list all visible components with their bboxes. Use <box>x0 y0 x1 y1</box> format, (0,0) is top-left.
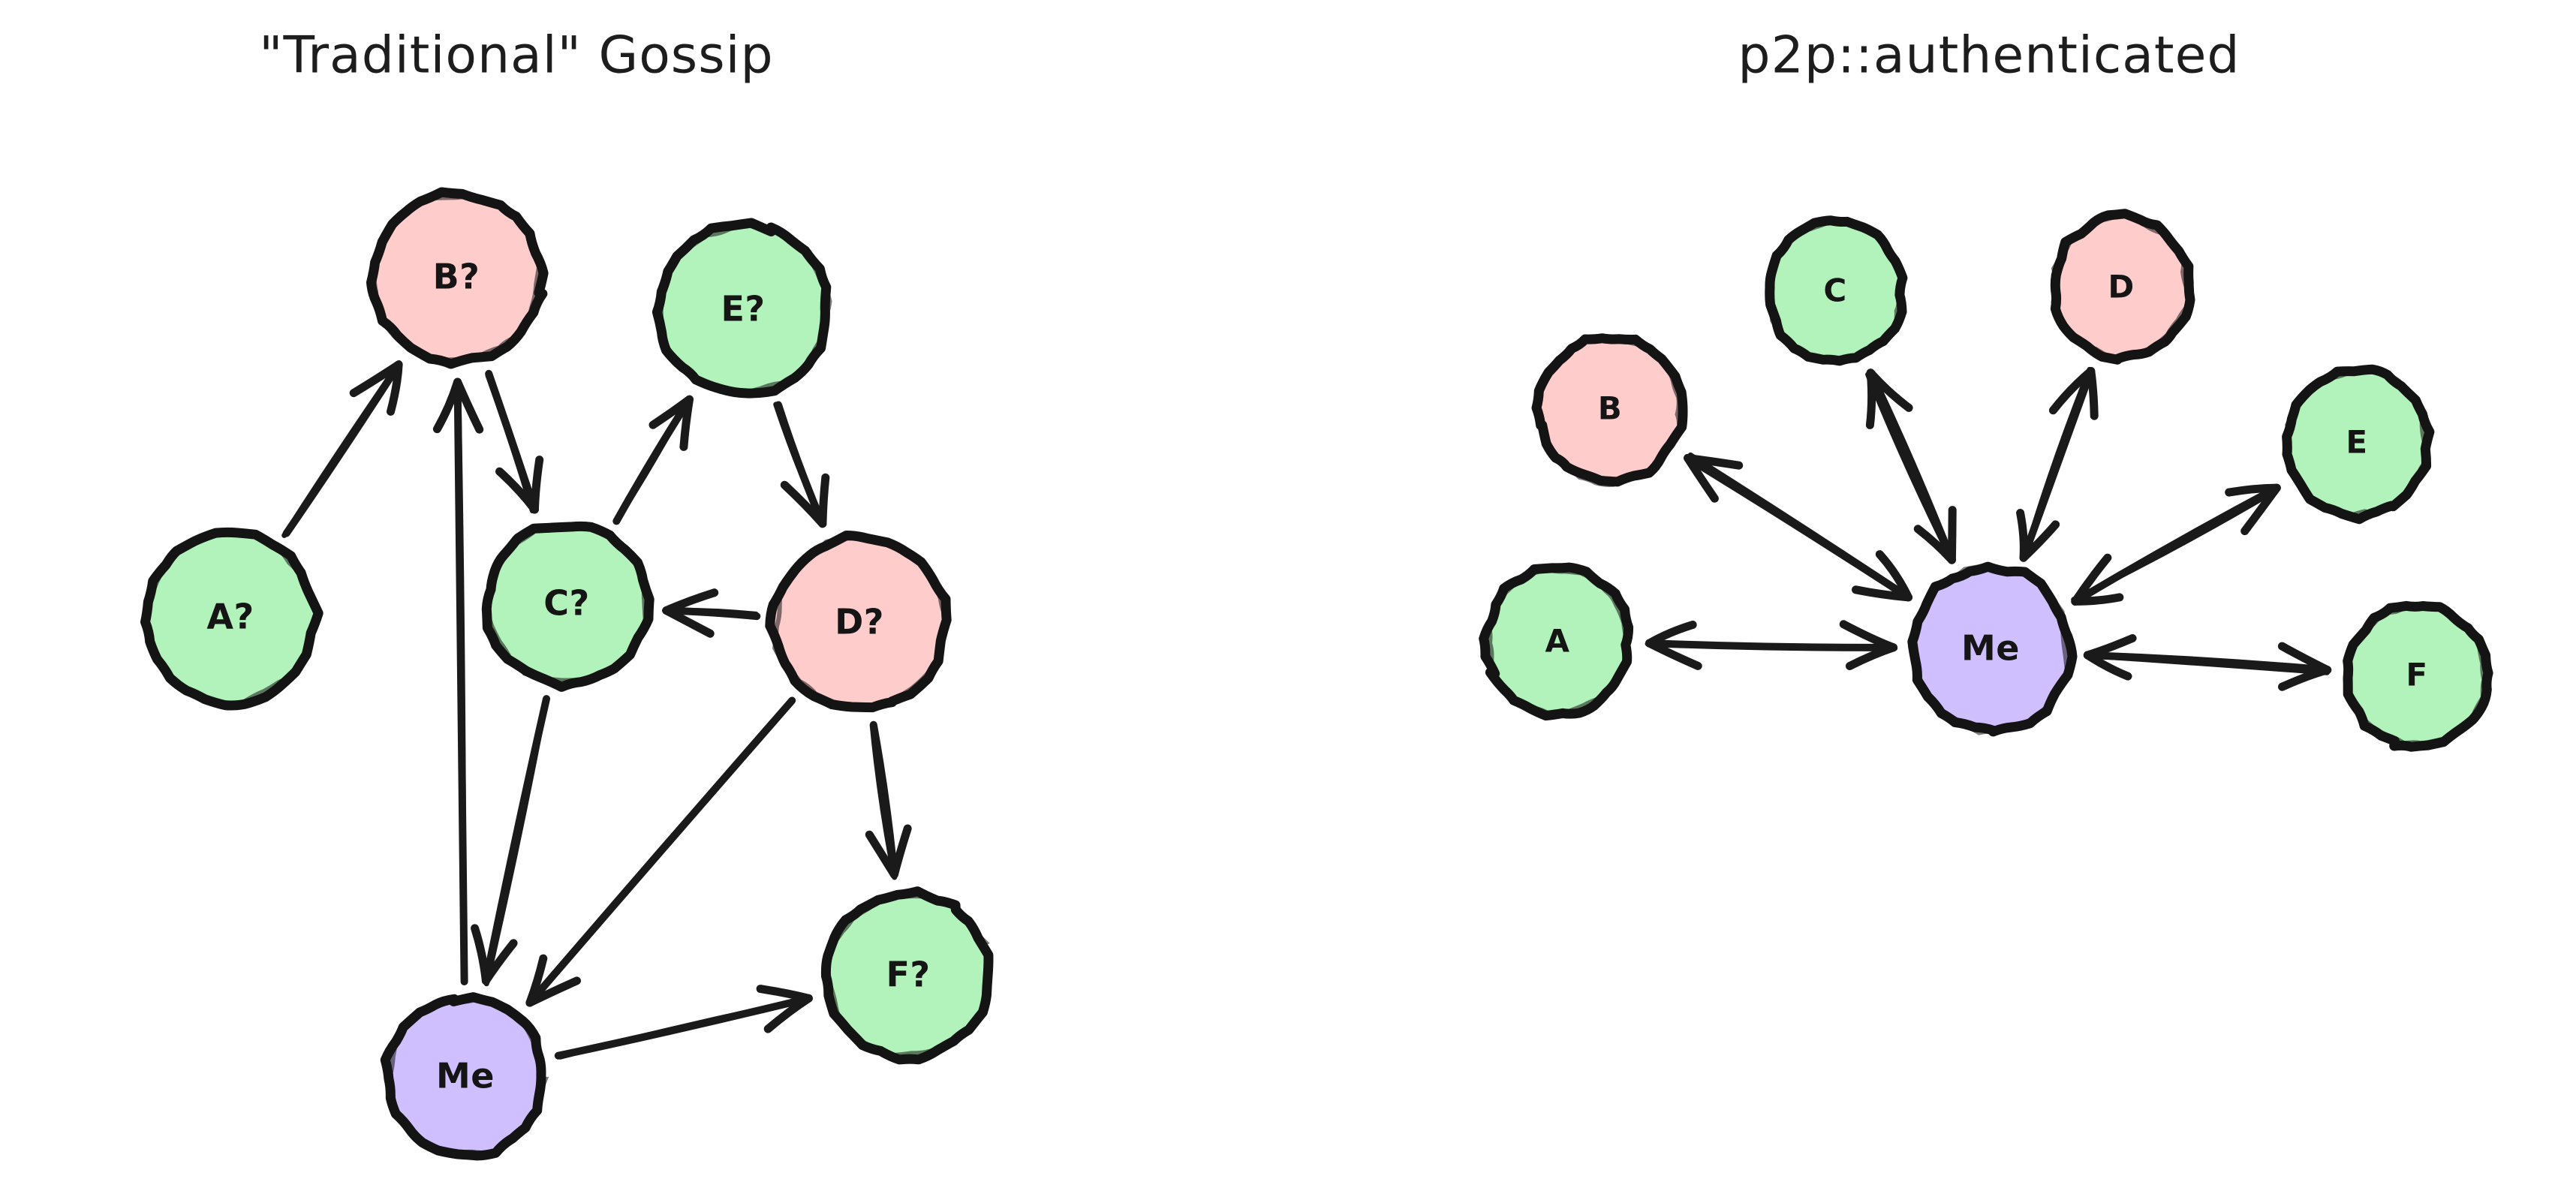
node-label-C: C? <box>543 583 589 624</box>
node-traditional-gossip-Me[interactable]: Me <box>380 992 549 1161</box>
node-traditional-gossip-F[interactable]: F? <box>820 886 994 1065</box>
edge-traditional-gossip-C-to-Me <box>471 695 550 987</box>
node-label-Me: Me <box>1961 628 2020 669</box>
edge-p2p-authenticated-Me-to-D <box>2016 366 2099 562</box>
edge-p2p-authenticated-Me-to-F <box>2083 634 2332 691</box>
edge-traditional-gossip-A-to-B <box>281 360 403 538</box>
node-p2p-authenticated-A[interactable]: A <box>1479 562 1634 721</box>
node-label-A: A <box>1545 623 1569 660</box>
panel-title-text: p2p::authenticated <box>1738 26 2240 86</box>
node-p2p-authenticated-B[interactable]: B <box>1531 333 1688 487</box>
edge-p2p-authenticated-Me-to-B <box>1684 452 1912 602</box>
edge-traditional-gossip-Me-to-B <box>432 377 484 985</box>
nodes-layer: A? B? C? D? E? F? Me A B C D E F Me <box>140 187 2493 1161</box>
node-traditional-gossip-E[interactable]: E? <box>652 218 832 399</box>
edge-traditional-gossip-E-to-D <box>773 401 830 528</box>
node-traditional-gossip-C[interactable]: C? <box>481 521 655 692</box>
node-label-B: B <box>1598 390 1623 427</box>
node-traditional-gossip-A[interactable]: A? <box>140 527 324 711</box>
node-traditional-gossip-D[interactable]: D? <box>765 530 952 713</box>
edge-traditional-gossip-D-to-Me <box>525 696 796 1007</box>
node-label-C: C <box>1823 272 1846 309</box>
edge-traditional-gossip-Me-to-F <box>554 985 813 1060</box>
node-label-A: A? <box>206 597 254 637</box>
node-label-B: B? <box>433 257 480 297</box>
panel-title-traditional-gossip: "Traditional" Gossip <box>259 26 773 86</box>
edge-p2p-authenticated-Me-to-A <box>1645 620 1898 670</box>
edge-traditional-gossip-D-to-C <box>662 588 761 638</box>
panel-title-text: "Traditional" Gossip <box>259 26 773 86</box>
node-label-F: F? <box>886 955 930 995</box>
node-p2p-authenticated-E[interactable]: E <box>2282 364 2435 525</box>
node-label-Me: Me <box>436 1056 495 1096</box>
node-p2p-authenticated-Me[interactable]: Me <box>1907 561 2078 737</box>
node-p2p-authenticated-C[interactable]: C <box>1765 215 1908 366</box>
edge-p2p-authenticated-Me-to-C <box>1865 368 1957 564</box>
node-traditional-gossip-B[interactable]: B? <box>366 187 549 369</box>
edge-p2p-authenticated-Me-to-E <box>2071 483 2281 606</box>
node-label-E: E <box>2346 424 2367 461</box>
node-label-E: E? <box>721 289 765 329</box>
node-label-F: F <box>2406 657 2427 693</box>
node-p2p-authenticated-D[interactable]: D <box>2050 209 2195 365</box>
edge-traditional-gossip-C-to-E <box>612 395 694 525</box>
titles-layer: "Traditional" Gossip p2p::authenticated <box>259 26 2240 86</box>
edges-layer <box>281 360 2332 1060</box>
panel-title-p2p-authenticated: p2p::authenticated <box>1738 26 2240 86</box>
edge-traditional-gossip-B-to-C <box>485 369 544 514</box>
node-label-D: D? <box>835 602 884 642</box>
node-label-D: D <box>2108 269 2134 305</box>
edge-traditional-gossip-D-to-F <box>865 720 912 880</box>
node-p2p-authenticated-F[interactable]: F <box>2343 600 2493 752</box>
